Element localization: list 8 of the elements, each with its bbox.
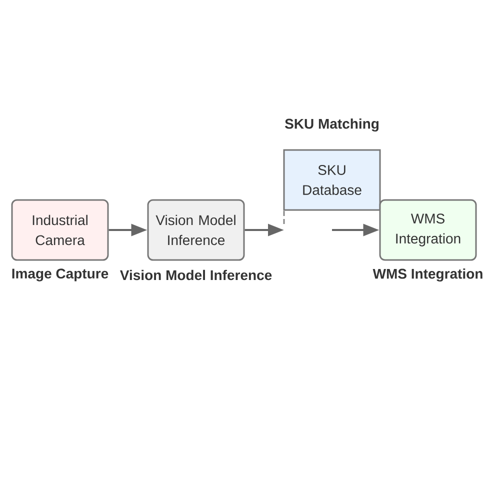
node-caption: Image Capture <box>12 268 108 282</box>
node-caption: Vision Model Inference <box>120 270 272 280</box>
process-box: Vision Model Inference <box>147 199 245 261</box>
process-box: SKU Database <box>283 149 381 211</box>
node-caption: SKU Matching <box>284 118 378 132</box>
process-box: Industrial Camera <box>11 199 109 261</box>
process-box: WMS Integration <box>379 199 477 261</box>
node-caption: WMS Integration <box>372 268 482 282</box>
